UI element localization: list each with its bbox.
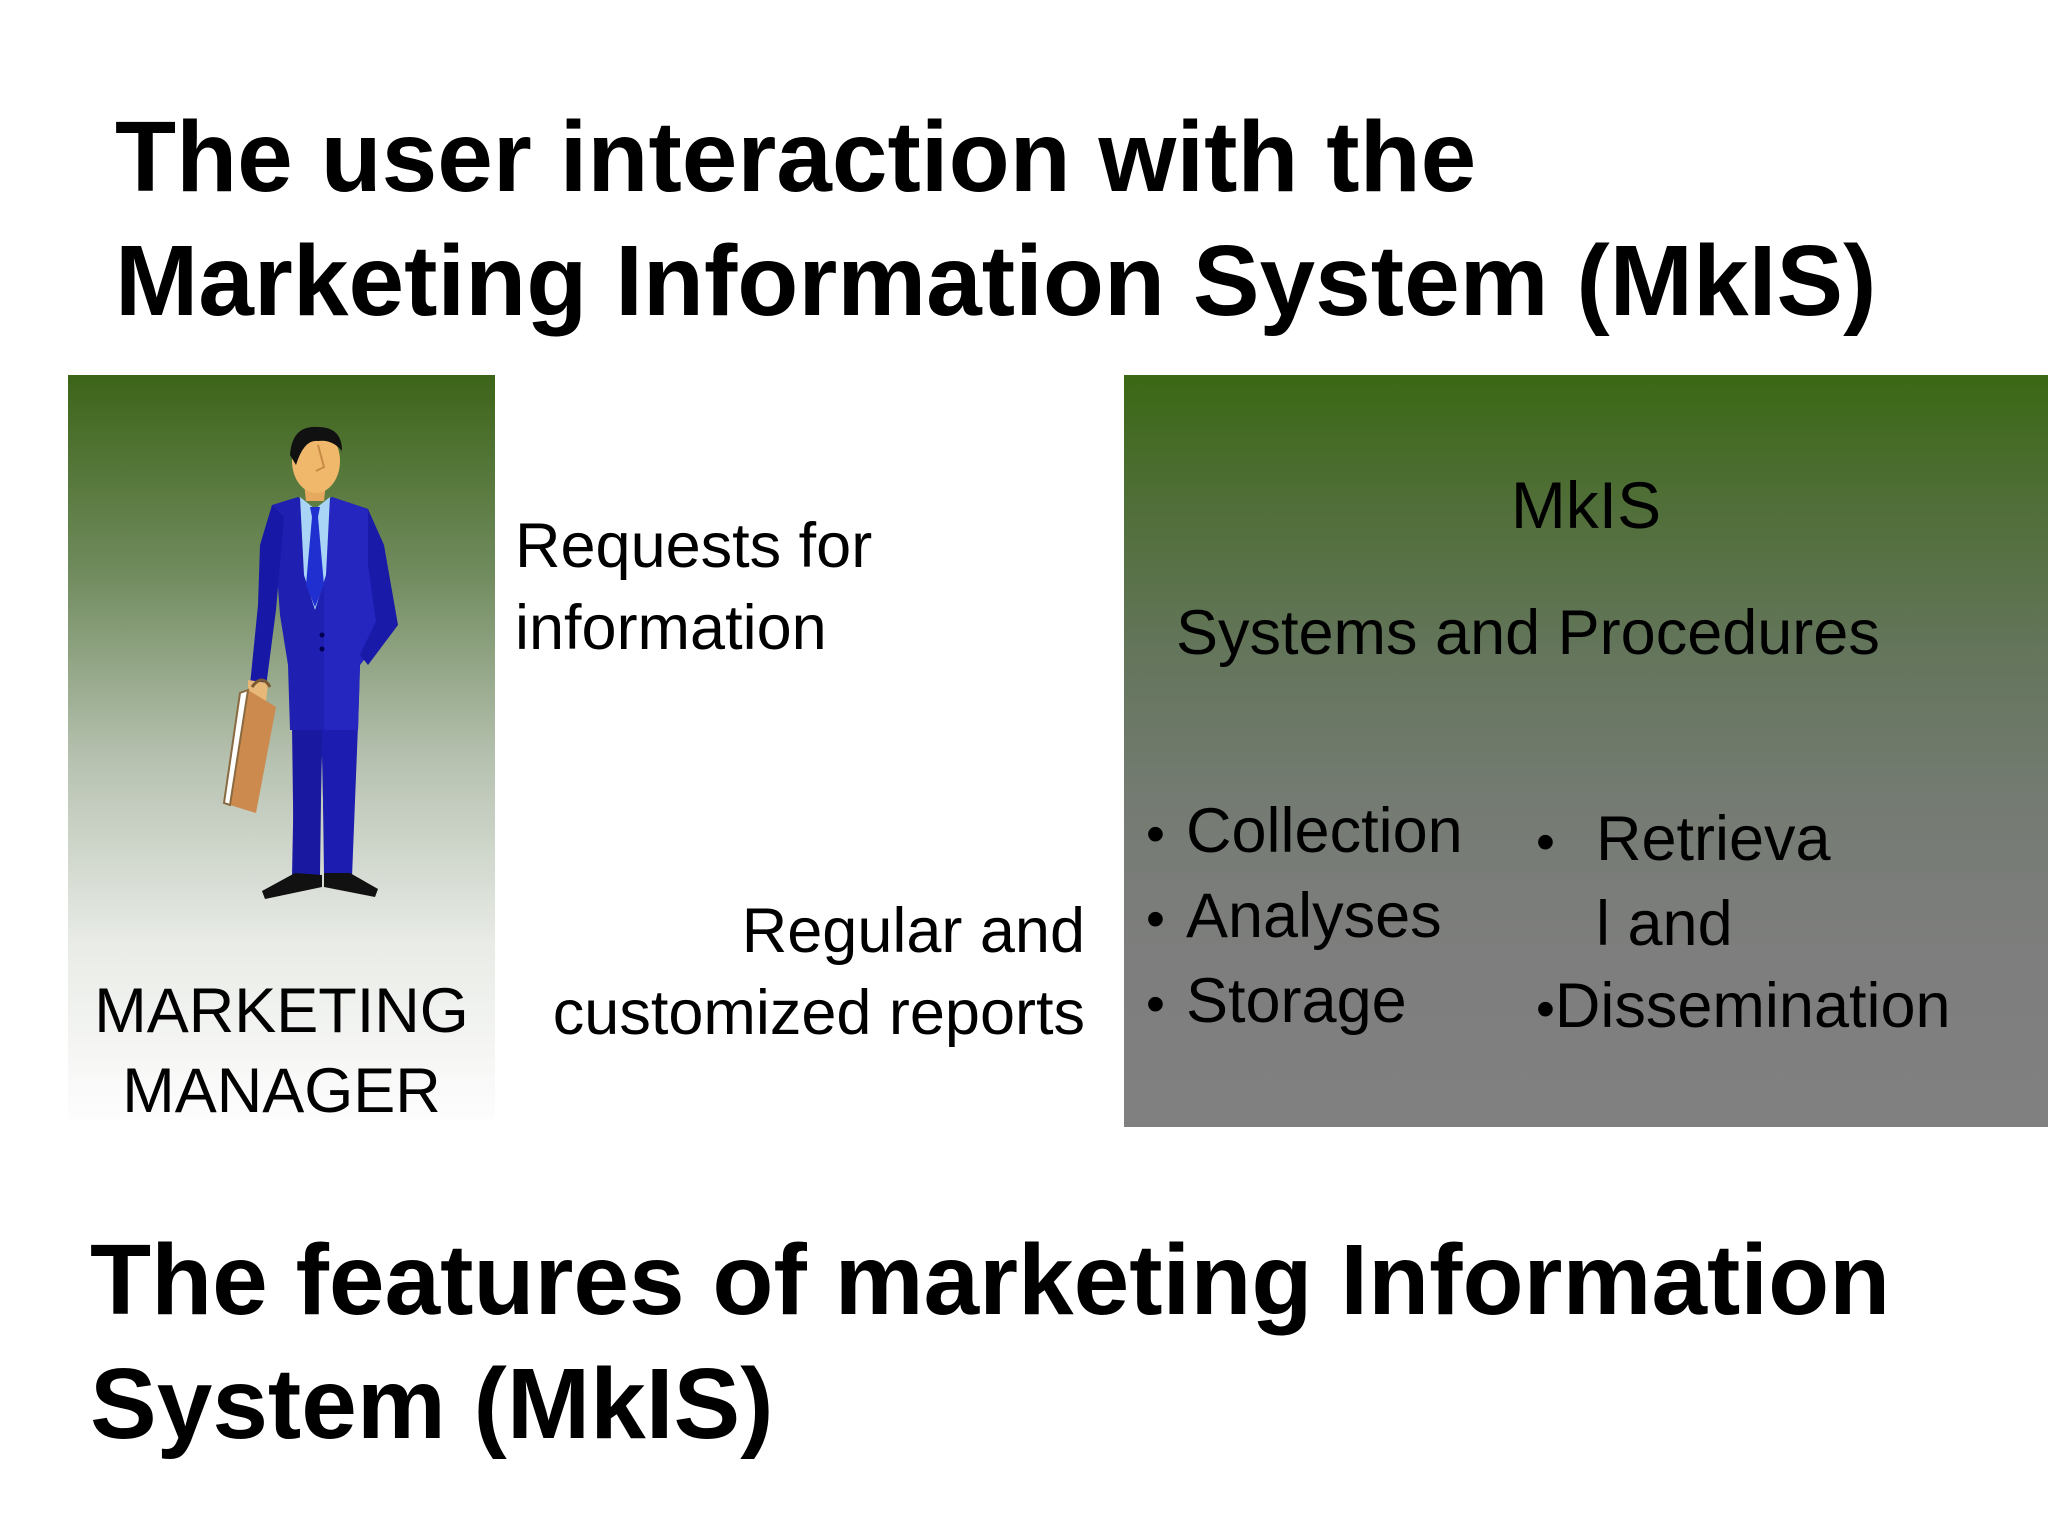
page-title: The user interaction with the Marketing … (115, 95, 2015, 343)
mkis-panel: MkIS Systems and Procedures • Collection… (1124, 375, 2048, 1127)
list-item: • Analyses (1146, 875, 1463, 960)
list-item: •Dissemination (1536, 965, 1951, 1050)
bottom-title-line-1: The features of marketing Information (90, 1224, 1891, 1336)
list-item-label: Analyses (1186, 881, 1442, 951)
bottom-title-line-2: System (MkIS) (90, 1348, 774, 1460)
list-item: • Retrieva (1536, 798, 1951, 883)
reports-label-line-1: Regular and (741, 896, 1085, 966)
page-title-line-1: The user interaction with the (115, 101, 1477, 213)
requests-for-information-label: Requests for information (515, 505, 872, 669)
list-item: • Storage (1146, 960, 1463, 1045)
list-item-label: Retrieva (1596, 804, 1831, 874)
list-item-label: Dissemination (1554, 971, 1951, 1041)
manager-label-line-2: MANAGER (122, 1056, 441, 1126)
mkis-subtitle: Systems and Procedures (1176, 598, 1880, 668)
regular-customized-reports-label: Regular and customized reports (490, 890, 1085, 1054)
mkis-right-list: •Retrieva l and •Dissemination (1536, 798, 1951, 1050)
bullet-icon: • (1146, 804, 1165, 864)
mkis-title: MkIS (1510, 468, 1662, 542)
bullet-icon: • (1536, 812, 1555, 872)
marketing-manager-label: MARKETING MANAGER (68, 971, 495, 1131)
list-item-label: l and (1596, 889, 1733, 959)
list-item-label: Collection (1186, 796, 1463, 866)
requests-label-line-1: Requests for (515, 511, 873, 581)
bullet-icon: • (1146, 889, 1165, 949)
list-item: • Collection (1146, 790, 1463, 875)
bullet-icon: • (1536, 979, 1555, 1039)
list-item-continuation: l and (1536, 883, 1951, 965)
bottom-title: The features of marketing Information Sy… (90, 1218, 2010, 1466)
businessman-with-briefcase-icon (222, 426, 398, 899)
list-item-label: Storage (1186, 966, 1407, 1036)
page-title-line-2: Marketing Information System (MkIS) (115, 225, 1877, 337)
marketing-manager-panel: MARKETING MANAGER (68, 375, 495, 1126)
requests-label-line-2: information (515, 593, 827, 663)
mkis-left-list: • Collection • Analyses • Storage (1146, 790, 1463, 1045)
manager-label-line-1: MARKETING (94, 976, 469, 1046)
reports-label-line-2: customized reports (552, 978, 1085, 1048)
bullet-icon: • (1146, 974, 1165, 1034)
